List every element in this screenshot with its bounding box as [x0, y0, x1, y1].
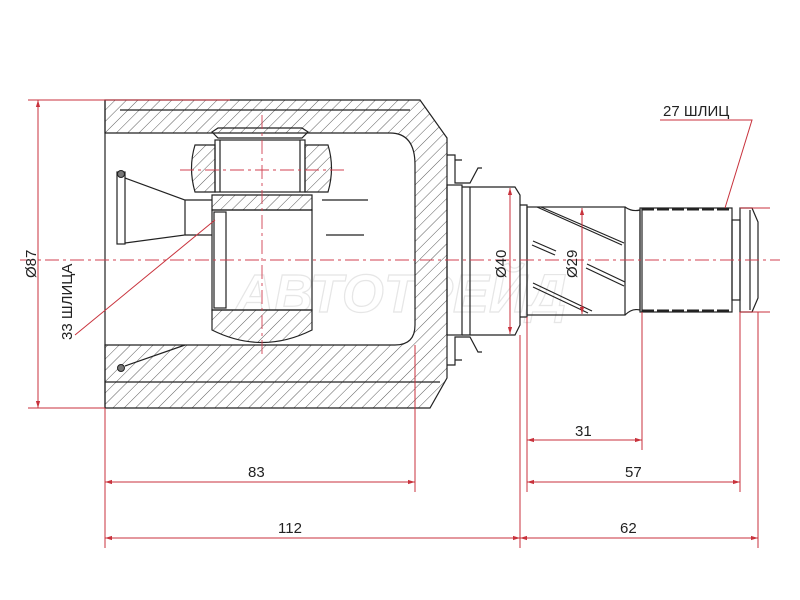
extension-lines	[28, 99, 770, 548]
dim-31: 31	[575, 423, 592, 440]
dim-62: 62	[620, 520, 637, 537]
label-flange-diameter: Ø40	[493, 250, 510, 278]
label-inner-splines: 33 ШЛИЦА	[59, 264, 76, 340]
leader-inner-splines	[74, 219, 216, 336]
leader-outer-splines	[660, 119, 753, 209]
label-outer-splines: 27 ШЛИЦ	[663, 103, 729, 120]
outer-housing	[104, 99, 448, 409]
boot-adapter	[116, 170, 212, 372]
label-shaft-diameter: Ø29	[564, 250, 581, 278]
dim-83: 83	[248, 464, 265, 481]
dim-57: 57	[625, 464, 642, 481]
dim-112: 112	[278, 520, 302, 537]
label-outer-diameter: Ø87	[23, 250, 40, 278]
tripod-roller	[190, 127, 333, 193]
